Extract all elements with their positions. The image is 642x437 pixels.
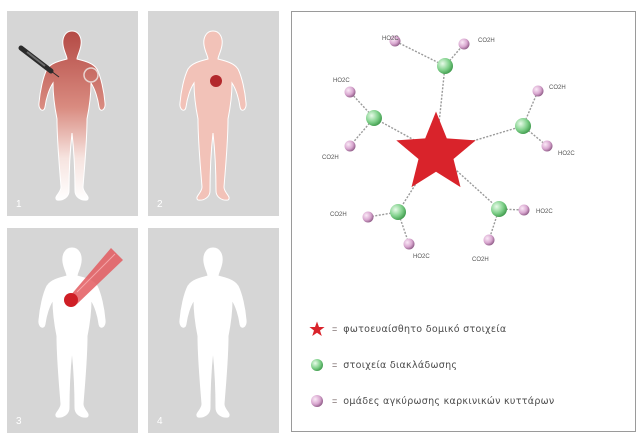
accumulation-illustration [148, 11, 279, 216]
carboxyl-label: HO2C [413, 254, 430, 260]
healed-illustration [148, 228, 279, 433]
human-body [180, 31, 246, 200]
carboxyl-label: HO2C [382, 36, 399, 42]
syringe-icon [21, 48, 59, 77]
anchor-sphere [363, 212, 374, 223]
carboxyl-label: HO2C [333, 78, 350, 84]
pink-sphere-icon [306, 392, 328, 410]
tumor-marker [64, 293, 78, 307]
photosensitive-core-star [396, 112, 475, 188]
branch-sphere [390, 204, 406, 220]
irradiation-illustration [7, 228, 138, 433]
legend-equals: = [332, 396, 337, 406]
legend-item-branch: = στοιχεία διακλάδωσης [306, 356, 457, 374]
step-1-panel: 1 [7, 11, 138, 216]
legend-item-core: = φωτοευαίσθητο δομικό στοιχεία [306, 320, 506, 338]
injection-illustration [7, 11, 138, 216]
step-number: 2 [157, 199, 163, 210]
legend-text: στοιχεία διακλάδωσης [343, 360, 457, 371]
carboxyl-label: CO2H [322, 155, 339, 161]
anchor-sphere [459, 39, 470, 50]
legend-text: φωτοευαίσθητο δομικό στοιχεία [343, 324, 506, 335]
branch-sphere [491, 201, 507, 217]
anchor-sphere [533, 86, 544, 97]
carboxyl-label: CO2H [472, 257, 489, 263]
branch-sphere [437, 58, 453, 74]
anchor-sphere [542, 141, 553, 152]
tumor-marker [210, 75, 222, 87]
anchor-sphere [345, 87, 356, 98]
anchor-sphere [519, 205, 530, 216]
molecule-diagram: HO2C CO2H CO2H HO2C HO2C CO2H CO2H HO2C HO2C CO2H… [291, 11, 636, 432]
branch-sphere [515, 118, 531, 134]
carboxyl-label: CO2H [549, 85, 566, 91]
linker-chain [395, 41, 445, 66]
legend-equals: = [332, 360, 337, 370]
dendrimer-structure: HO2C CO2H CO2H HO2C HO2C CO2H CO2H HO2C HO2C CO2H [292, 12, 637, 312]
step-2-panel: 2 [148, 11, 279, 216]
step-number: 1 [16, 199, 22, 210]
anchor-sphere [345, 141, 356, 152]
legend-text: ομάδες αγκύρωσης καρκινικών κυττάρων [343, 396, 554, 407]
step-number: 3 [16, 416, 22, 427]
anchor-sphere [484, 235, 495, 246]
legend-equals: = [332, 324, 337, 334]
step-number: 4 [157, 416, 163, 427]
carboxyl-label: CO2H [478, 38, 495, 44]
star-icon [306, 320, 328, 338]
legend-item-anchor: = ομάδες αγκύρωσης καρκινικών κυττάρων [306, 392, 555, 410]
step-4-panel: 4 [148, 228, 279, 433]
anchor-sphere [404, 239, 415, 250]
carboxyl-label: HO2C [558, 151, 575, 157]
human-body [39, 31, 105, 200]
carboxyl-label: CO2H [330, 212, 347, 218]
branch-sphere [366, 110, 382, 126]
carboxyl-label: HO2C [536, 209, 553, 215]
human-body [180, 248, 246, 417]
green-sphere-icon [306, 356, 328, 374]
step-3-panel: 3 [7, 228, 138, 433]
